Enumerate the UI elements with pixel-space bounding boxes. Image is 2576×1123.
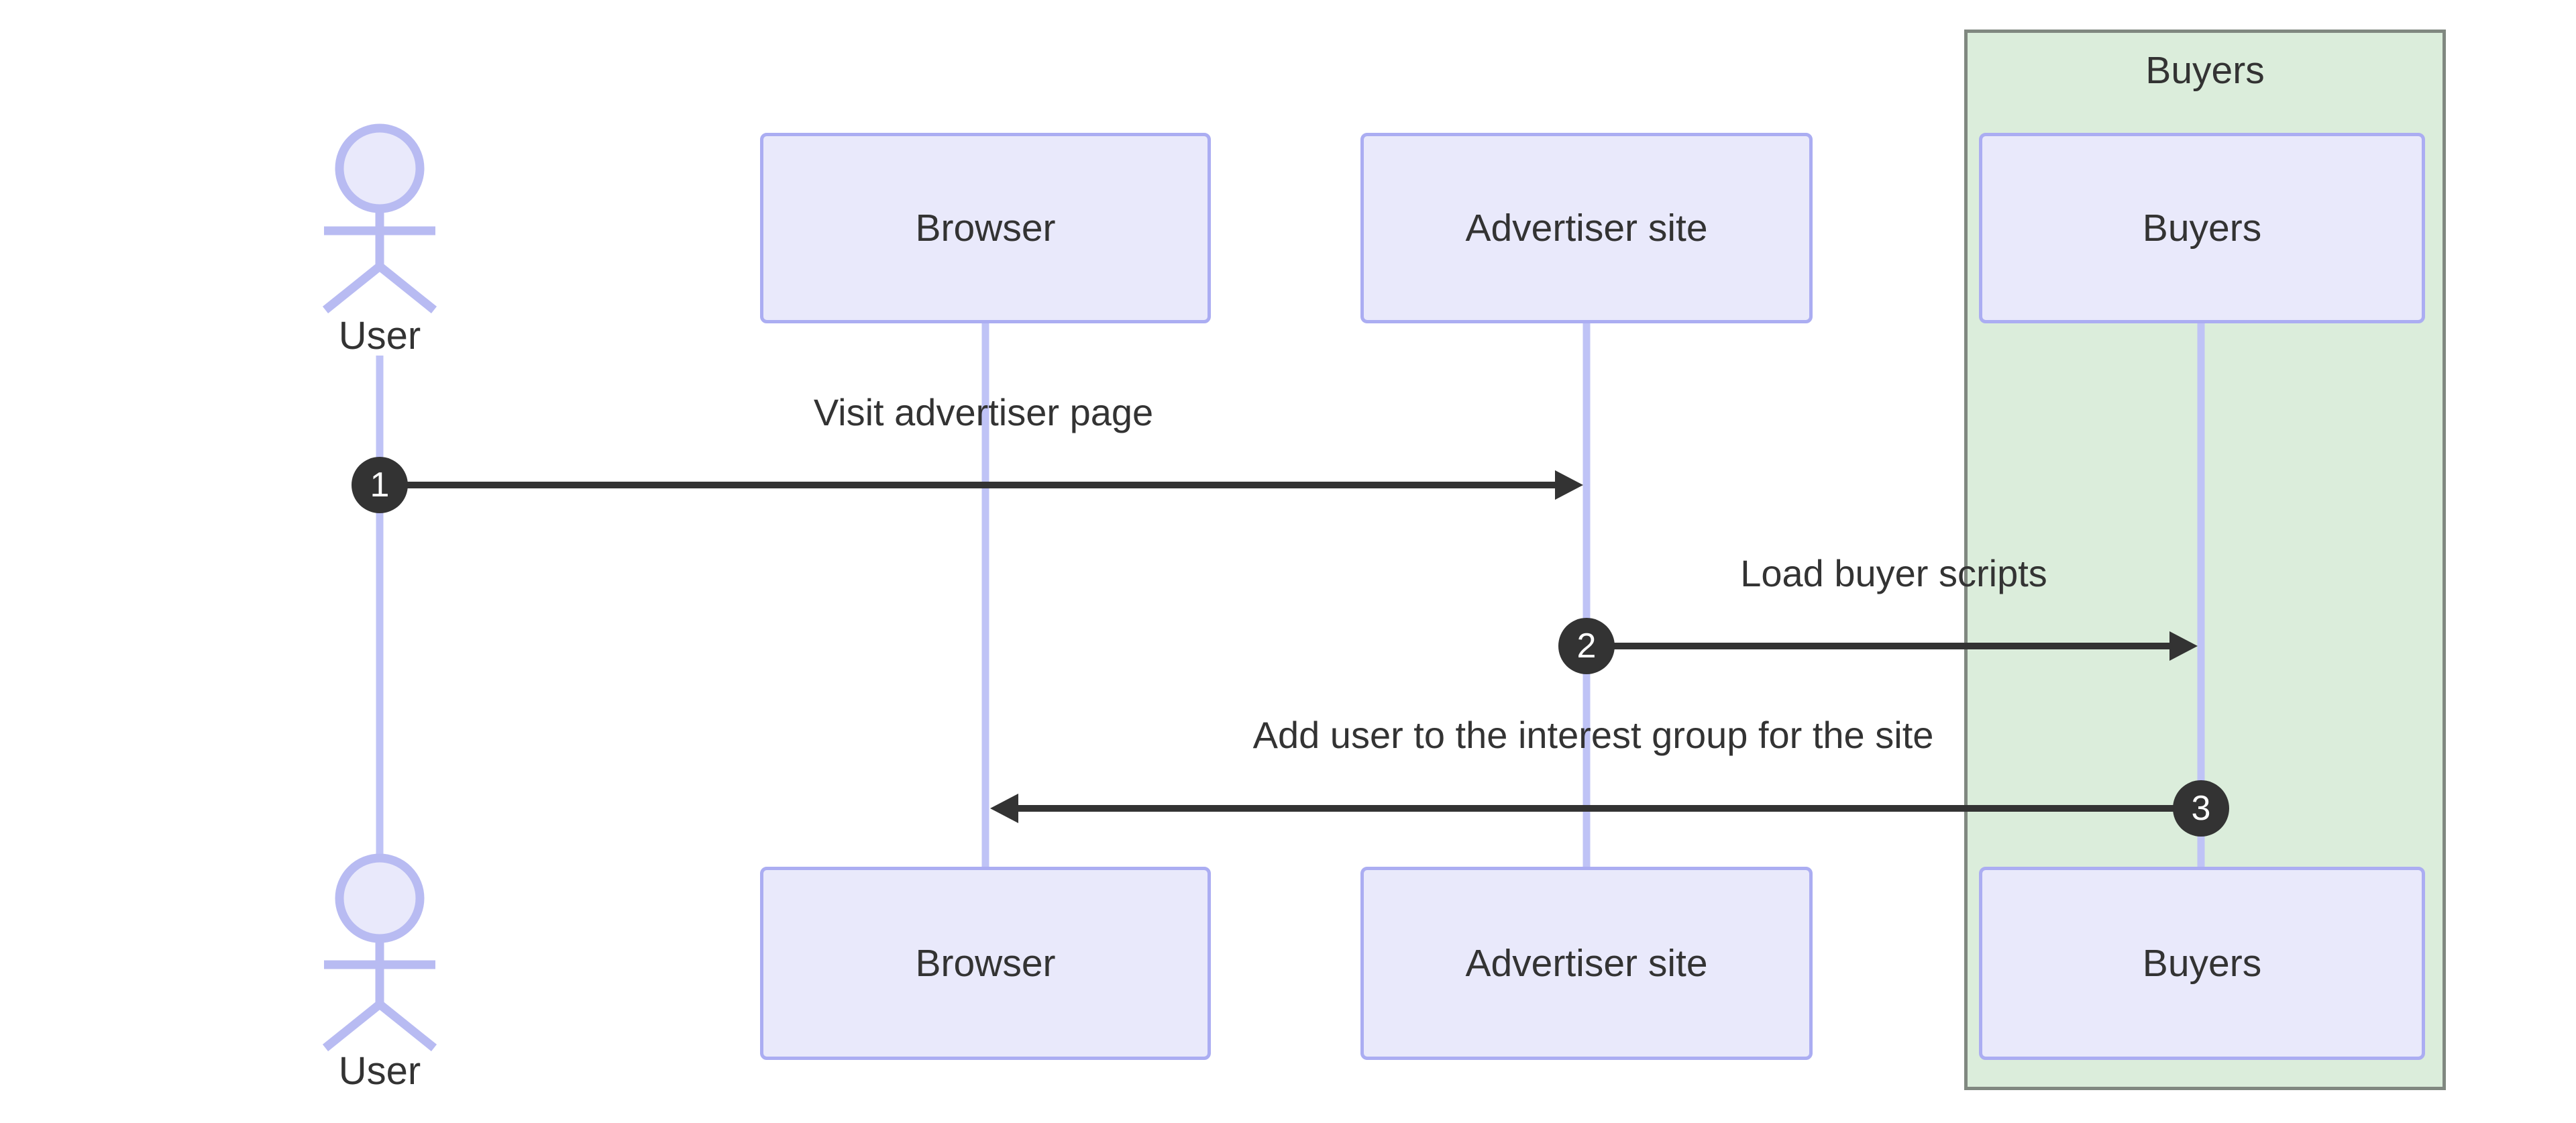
participant-label: Browser [915,942,1056,985]
message-label-1: Visit advertiser page [813,390,1154,433]
participant-browser-bottom: Browser [760,867,1211,1060]
user-actor-figure-bottom [322,853,437,1052]
participant-buyers-top: Buyers [1979,133,2425,323]
message-seq-badge-1: 1 [352,457,408,513]
actor-left-leg [322,1000,383,1052]
participant-label: Buyers [2142,207,2262,250]
arrowhead-right-icon [2169,631,2198,661]
arrowhead-right-icon [1555,470,1583,500]
participant-label: Buyers [2142,942,2262,985]
user-actor-label-bottom: User [338,1049,421,1093]
user-actor-figure-top [322,123,437,314]
message-label-3: Add user to the interest group for the s… [1252,713,1934,756]
message-arrow-1 [380,470,1583,500]
message-label-2: Load buyer scripts [1740,551,2047,594]
actor-right-leg [376,1000,437,1052]
message-arrow-3 [990,794,2201,823]
actor-head-icon [335,853,425,943]
arrowhead-left-icon [990,794,1018,823]
user-actor-label-top: User [338,313,421,358]
participant-advertiser-site-top: Advertiser site [1360,133,1813,323]
participant-label: Browser [915,207,1056,250]
buyers-group-title: Buyers [2145,49,2265,92]
participant-browser-top: Browser [760,133,1211,323]
actor-right-leg [376,262,437,314]
participant-advertiser-site-bottom: Advertiser site [1360,867,1813,1060]
actor-left-leg [322,262,383,314]
actor-head-icon [335,123,425,213]
message-seq-badge-3: 3 [2173,780,2229,837]
participant-label: Advertiser site [1465,207,1708,250]
participant-buyers-bottom: Buyers [1979,867,2425,1060]
message-seq-badge-2: 2 [1558,618,1615,674]
message-arrow-2 [1587,631,2198,661]
participant-label: Advertiser site [1465,942,1708,985]
